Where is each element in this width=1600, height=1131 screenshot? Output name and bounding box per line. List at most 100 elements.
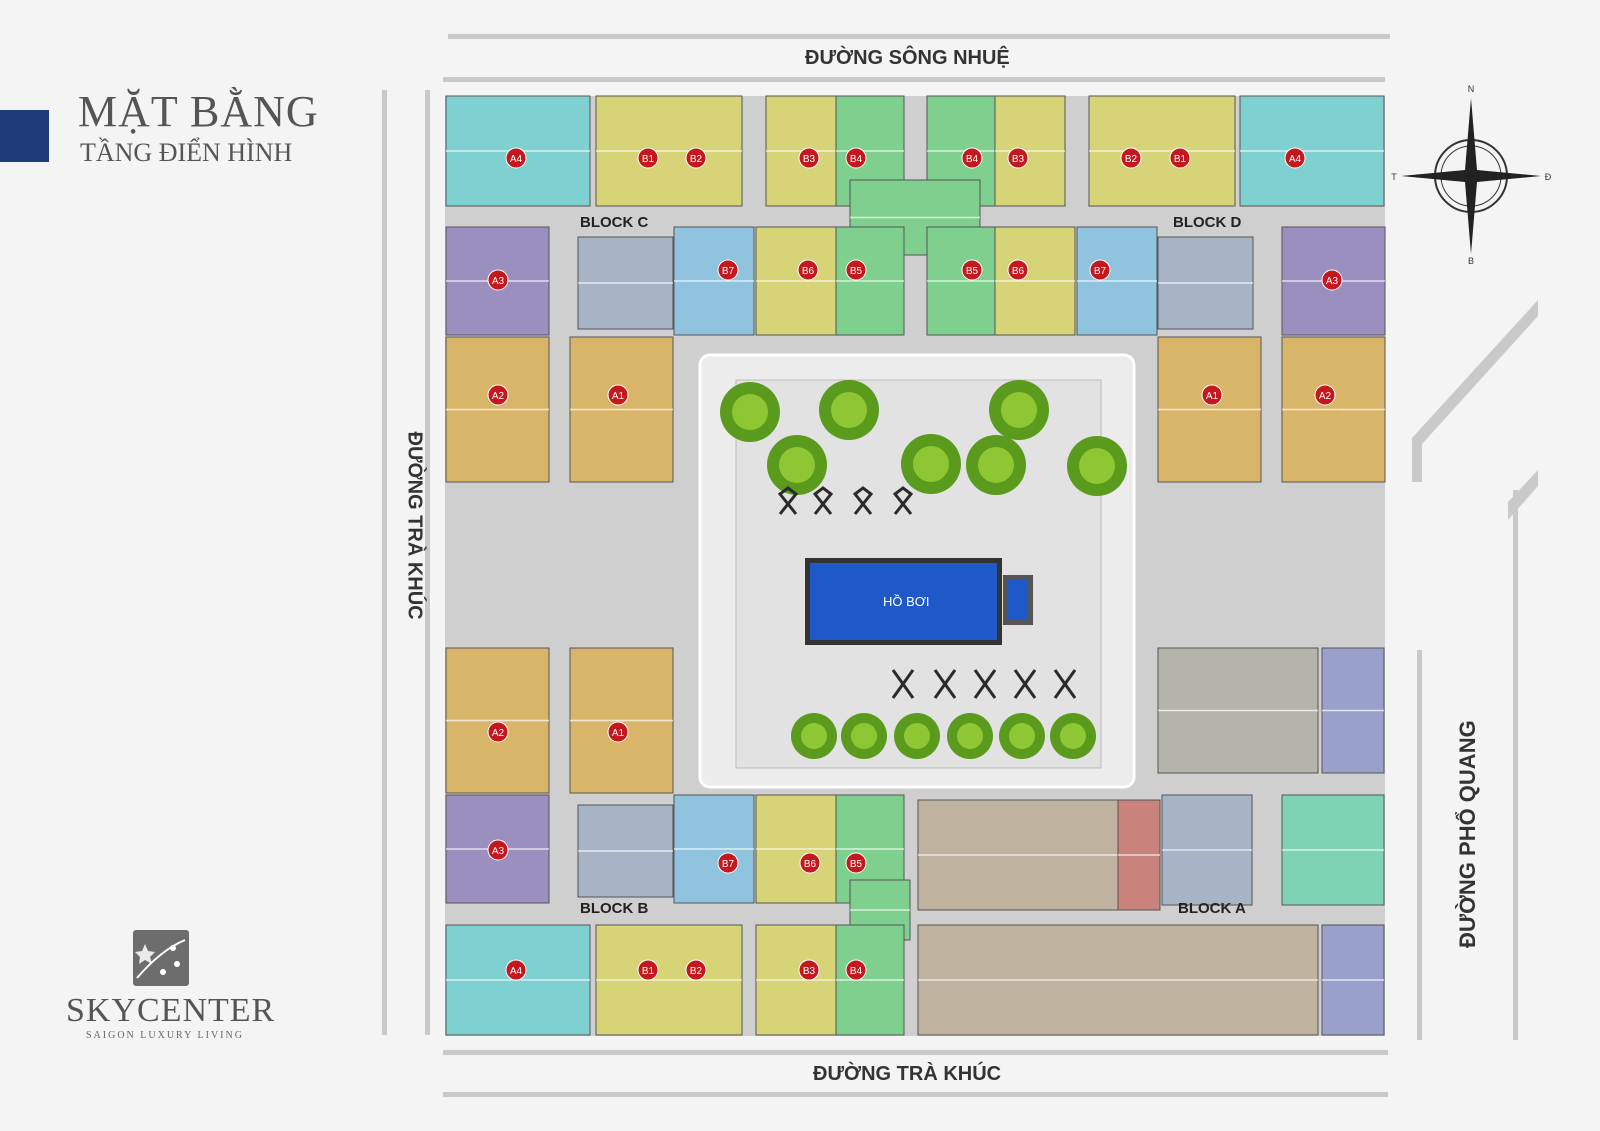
road-line [1513, 490, 1518, 1040]
unit-marker [637, 147, 659, 169]
tree-icon [732, 394, 768, 430]
road-line [382, 90, 387, 1035]
brand-tagline: SAIGON LUXURY LIVING [86, 1030, 244, 1041]
compass-letter: B [1468, 256, 1474, 266]
page-subtitle: TẦNG ĐIỂN HÌNH [80, 138, 293, 167]
unit-label: B5 [850, 859, 863, 870]
unit-marker [961, 259, 983, 281]
tree-icon [1001, 392, 1037, 428]
pool [810, 563, 997, 640]
unit-marker [845, 852, 867, 874]
pool-label: HỒ BƠI [883, 594, 930, 609]
tree-icon [831, 392, 867, 428]
palm-icon [777, 486, 799, 515]
road-line [425, 90, 430, 1035]
unit-marker [607, 384, 629, 406]
unit-label: B2 [690, 966, 703, 977]
unit-label: B7 [722, 859, 735, 870]
block-a-label: BLOCK A [1178, 900, 1246, 917]
unit-label: A3 [492, 846, 505, 857]
tree-icon [913, 446, 949, 482]
skycenter-logo-icon [133, 930, 189, 986]
road-line [443, 1050, 1388, 1055]
palm-icon [812, 486, 834, 515]
unit-label: B2 [1125, 154, 1138, 165]
unit-marker [607, 721, 629, 743]
unit-label: B1 [642, 154, 655, 165]
unit-label: A1 [612, 391, 625, 402]
palm-icon [891, 669, 915, 699]
unit-marker [685, 147, 707, 169]
road-line [448, 34, 1390, 39]
unit-label: B2 [690, 154, 703, 165]
compass-letter: N [1468, 84, 1475, 94]
unit-label: A3 [492, 276, 505, 287]
tree-icon [801, 723, 827, 749]
road-right-label: ĐƯỜNG PHỔ QUANG [1455, 720, 1480, 948]
unit-marker [717, 259, 739, 281]
unit-marker [845, 959, 867, 981]
road-top-label: ĐƯỜNG SÔNG NHUỆ [805, 47, 1010, 69]
unit-marker [487, 721, 509, 743]
unit-label: A1 [612, 728, 625, 739]
unit-marker [717, 852, 739, 874]
unit-label: B7 [722, 266, 735, 277]
unit-marker [505, 147, 527, 169]
unit-marker [637, 959, 659, 981]
unit-marker [1089, 259, 1111, 281]
unit-label: B4 [966, 154, 979, 165]
palm-icon [973, 669, 997, 699]
unit-label: B5 [966, 266, 979, 277]
compass-star [1401, 98, 1541, 254]
unit-marker [1321, 269, 1343, 291]
palm-icon [892, 486, 914, 515]
unit-label: A4 [510, 154, 523, 165]
unit-marker [799, 852, 821, 874]
unit-marker [1314, 384, 1336, 406]
unit-label: B5 [850, 266, 863, 277]
unit-label: B3 [803, 154, 816, 165]
unit-label: B3 [1012, 154, 1025, 165]
unit-marker [798, 147, 820, 169]
page-title: MẶT BẰNG [78, 87, 319, 136]
unit-marker [798, 959, 820, 981]
unit-marker [487, 384, 509, 406]
unit-label: B6 [1012, 266, 1025, 277]
road-line [1508, 470, 1538, 520]
unit-marker [1284, 147, 1306, 169]
unit-marker [845, 259, 867, 281]
unit-label: B6 [804, 859, 817, 870]
accent-bar [0, 110, 49, 162]
unit-marker [487, 839, 509, 861]
unit-label: B4 [850, 154, 863, 165]
unit-marker [961, 147, 983, 169]
unit-marker [505, 959, 527, 981]
block-d-label: BLOCK D [1173, 214, 1242, 231]
unit-label: B1 [642, 966, 655, 977]
unit-label: A2 [492, 728, 505, 739]
tree-icon [1009, 723, 1035, 749]
unit-label: B1 [1174, 154, 1187, 165]
unit-marker [487, 269, 509, 291]
tree-icon [904, 723, 930, 749]
compass-letter: Đ [1545, 172, 1552, 182]
unit-label: B6 [802, 266, 815, 277]
palm-icon [1013, 669, 1037, 699]
unit-label: A3 [1326, 276, 1339, 287]
unit-label: A1 [1206, 391, 1219, 402]
unit-label: B3 [803, 966, 816, 977]
tree-icon [1060, 723, 1086, 749]
road-bottom-label: ĐƯỜNG TRÀ KHÚC [813, 1063, 1002, 1085]
road-line [1417, 650, 1422, 1040]
unit-marker [685, 959, 707, 981]
unit-marker [1007, 259, 1029, 281]
tree-icon [851, 723, 877, 749]
road-left-label: ĐƯỜNG TRÀ KHÚC [403, 431, 426, 620]
unit-marker [1120, 147, 1142, 169]
unit-label: A4 [510, 966, 523, 977]
palm-icon [1053, 669, 1077, 699]
block-b-label: BLOCK B [580, 900, 649, 917]
pool-kids-water [1008, 580, 1028, 620]
